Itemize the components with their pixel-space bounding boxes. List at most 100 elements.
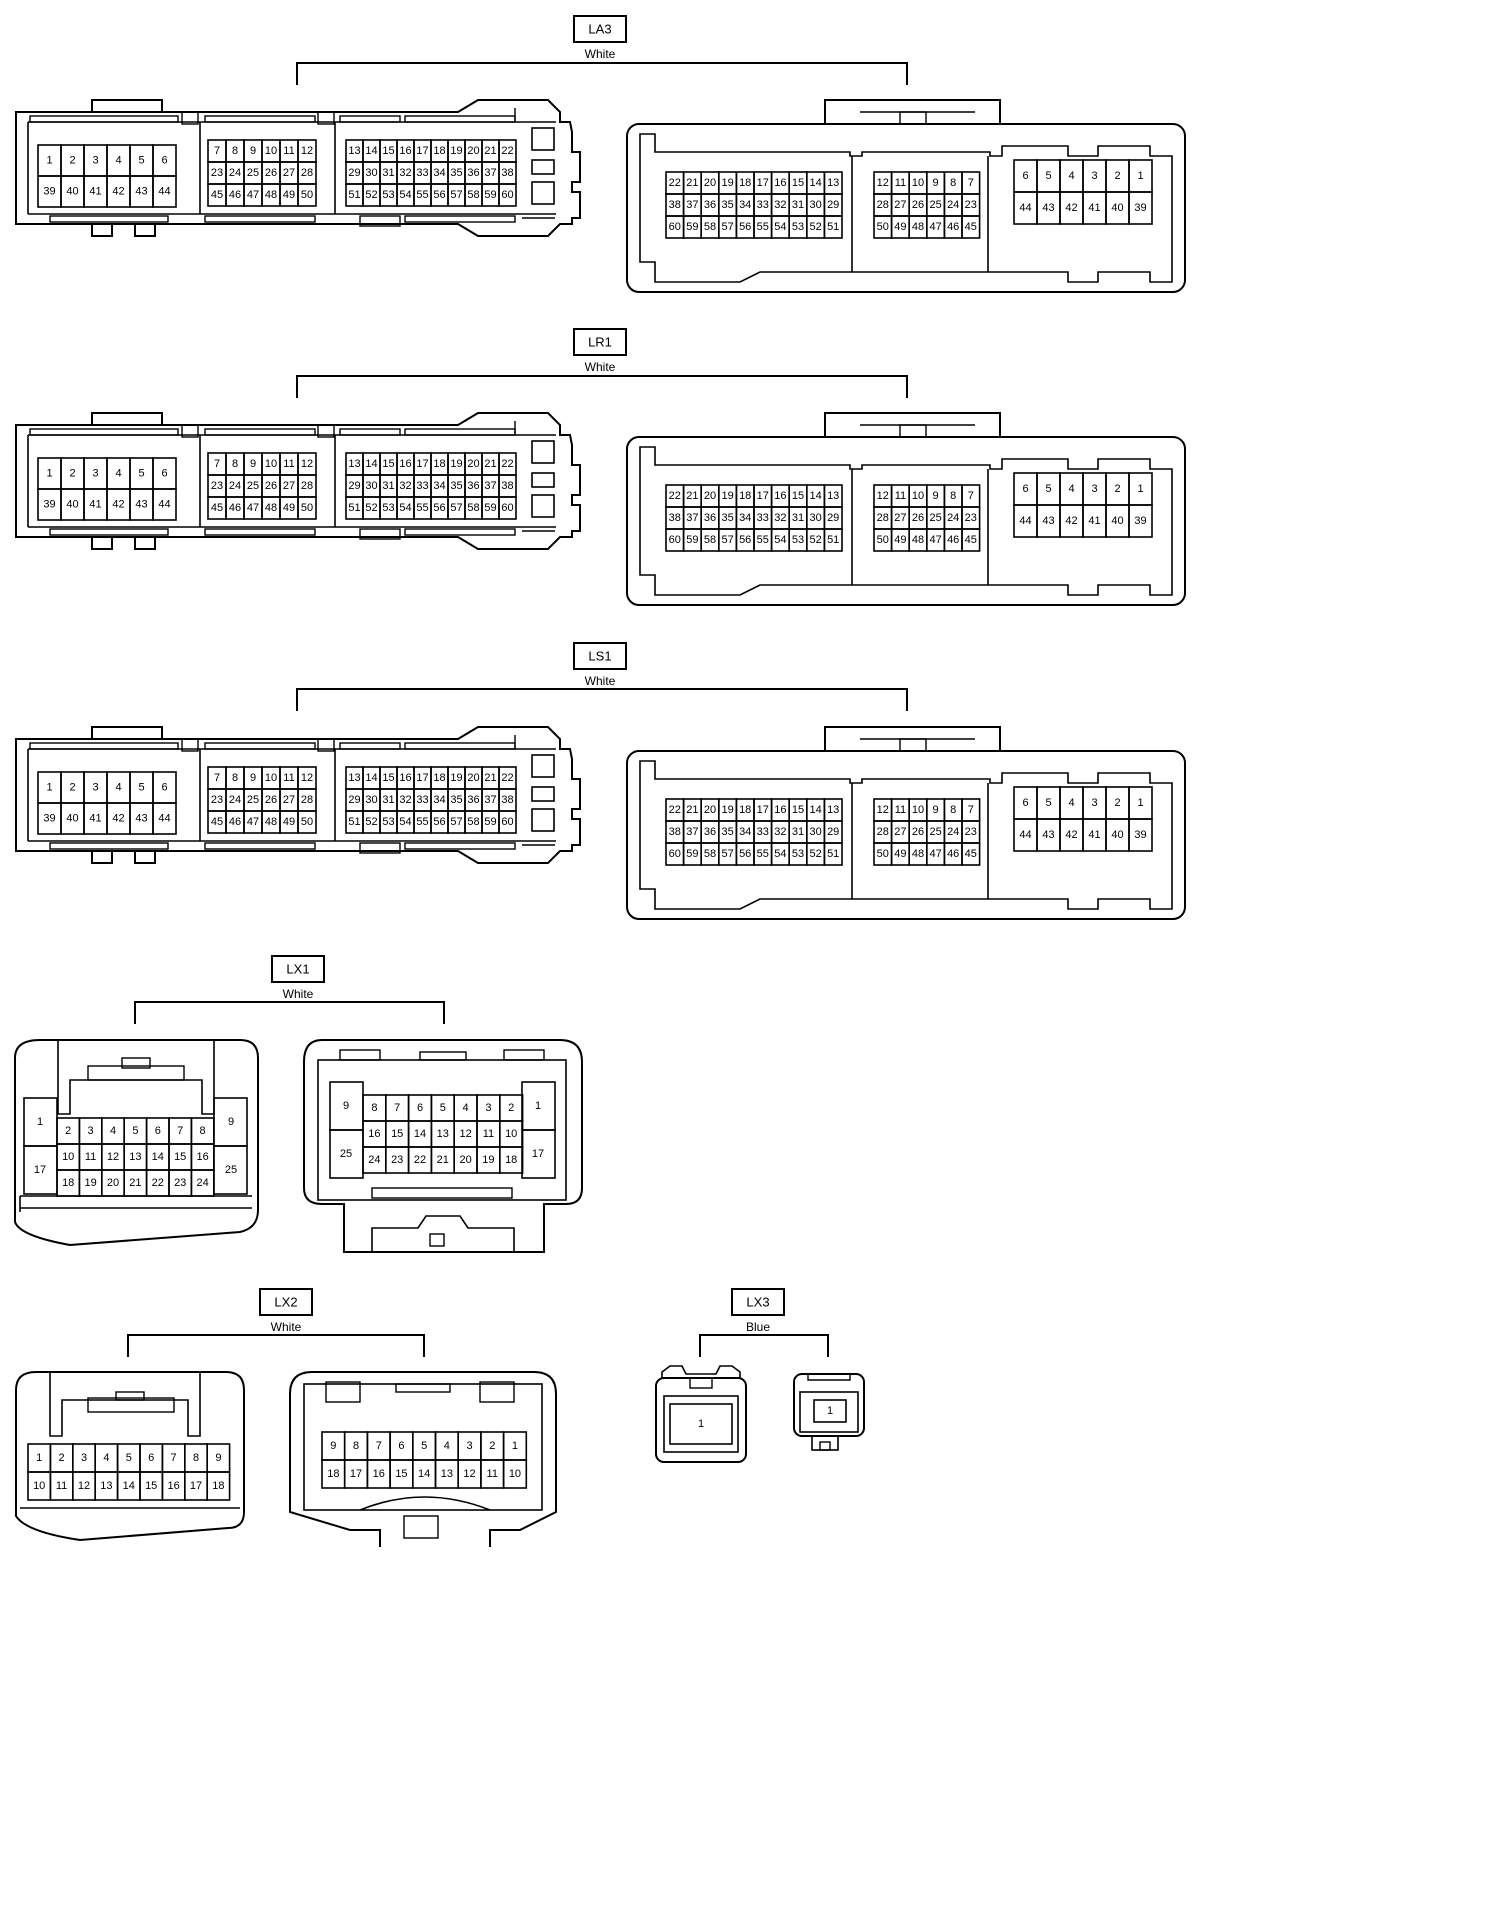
pin-number: 8 <box>232 772 238 784</box>
pin-cavity: 43 <box>1036 504 1061 538</box>
pin-number: 57 <box>450 816 462 828</box>
pin-cavity: 46 <box>943 842 963 866</box>
pin-number: 11 <box>283 458 294 470</box>
pin-cavity: 9 <box>925 798 946 822</box>
pin-number: 10 <box>265 145 277 157</box>
pin-cavity: 4 <box>101 1117 126 1145</box>
pin-cavity: 49 <box>279 810 299 834</box>
pin-number: 35 <box>721 512 733 524</box>
pin-number: 59 <box>686 848 698 860</box>
pin-number: 10 <box>912 177 924 189</box>
pin-number: 43 <box>135 186 147 198</box>
pin-number: 54 <box>774 848 786 860</box>
pin-number: 2 <box>69 155 75 167</box>
pin-cavity: 56 <box>430 496 449 520</box>
pin-cavity: 22 <box>665 171 685 195</box>
pin-number: 54 <box>774 221 786 233</box>
pin-cavity: 50 <box>873 842 893 866</box>
pin-number: 3 <box>88 1125 94 1137</box>
pin-cavity: 40 <box>1105 191 1130 225</box>
pin-number: 57 <box>721 534 733 546</box>
pin-number: 7 <box>177 1125 183 1137</box>
pin-number: 38 <box>501 794 513 806</box>
pin-number: 24 <box>368 1154 380 1166</box>
pin-cavity: 13 <box>823 171 843 195</box>
pin-cavity: 37 <box>682 506 702 530</box>
pin-number: 28 <box>301 480 313 492</box>
pin-cavity: 39 <box>1128 818 1153 852</box>
pin-number: 11 <box>283 772 294 784</box>
pin-cavity: 27 <box>890 506 910 530</box>
pin-cavity: 9 <box>321 1431 346 1461</box>
pin-number: 10 <box>505 1128 517 1140</box>
pin-number: 24 <box>947 512 959 524</box>
pin-cavity: 2 <box>1105 786 1130 820</box>
pin-number: 40 <box>66 813 78 825</box>
pin-cavity: 29 <box>823 506 843 530</box>
connector-color: White <box>585 360 616 374</box>
pin-number: 27 <box>894 512 906 524</box>
pin-number: 6 <box>155 1125 161 1137</box>
pin-cavity: 33 <box>753 820 773 844</box>
pin-cavity: 38 <box>498 161 517 185</box>
pin-number: 53 <box>792 221 804 233</box>
pin-cavity: 1 <box>1128 159 1153 193</box>
pin-number: 60 <box>669 848 681 860</box>
pin-number: 55 <box>416 502 428 514</box>
pin-cavity: 14 <box>362 139 381 163</box>
pin-number: 18 <box>327 1468 339 1480</box>
pin-number: 4 <box>444 1440 450 1452</box>
pin-number: 34 <box>739 826 751 838</box>
pin-number: 20 <box>467 772 479 784</box>
pin-number: 21 <box>484 772 496 784</box>
pin-cavity: 59 <box>481 183 500 207</box>
pin-number: 10 <box>912 490 924 502</box>
pin-number: 27 <box>283 480 295 492</box>
pin-cavity: 22 <box>498 139 517 163</box>
pin-number: 5 <box>138 468 144 480</box>
pin-number: 11 <box>56 1480 67 1492</box>
pin-number: 18 <box>433 772 445 784</box>
pin-number: 34 <box>739 512 751 524</box>
pin-number: 21 <box>686 177 698 189</box>
pin-number: 3 <box>485 1102 491 1114</box>
pin-cavity: 17 <box>413 766 432 790</box>
pin-number: 17 <box>190 1480 202 1492</box>
pin-number: 9 <box>343 1100 349 1112</box>
pin-number: 57 <box>721 848 733 860</box>
pin-cavity: 47 <box>925 842 946 866</box>
pin-cavity: 21 <box>682 484 702 508</box>
pin-cavity: 15 <box>168 1143 193 1171</box>
pin-cavity: 40 <box>1105 818 1130 852</box>
pin-cavity: 59 <box>682 842 702 866</box>
pin-cavity: 52 <box>362 810 381 834</box>
pin-number: 32 <box>399 794 411 806</box>
pin-number: 1 <box>1137 483 1143 495</box>
pin-number: 26 <box>265 480 277 492</box>
pin-cavity: 7 <box>207 766 227 790</box>
pin-number: 4 <box>1068 170 1074 182</box>
pin-cavity: 58 <box>464 810 483 834</box>
pin-number: 58 <box>467 816 479 828</box>
pin-number: 41 <box>89 499 101 511</box>
pin-number: 12 <box>463 1468 475 1480</box>
pin-number: 12 <box>301 772 313 784</box>
pin-cavity: 7 <box>384 1094 410 1122</box>
connector-color: White <box>283 987 314 1001</box>
pin-number: 57 <box>450 502 462 514</box>
pin-cavity: 19 <box>78 1169 103 1197</box>
pin-cavity: 1 <box>1128 472 1153 506</box>
pin-number: 5 <box>1045 170 1051 182</box>
pin-cavity: 4 <box>1059 786 1084 820</box>
pin-cavity: 1 <box>37 771 62 804</box>
pin-number: 17 <box>757 804 769 816</box>
pin-number: 5 <box>138 155 144 167</box>
pin-number: 54 <box>399 816 411 828</box>
pin-number: 55 <box>416 816 428 828</box>
pin-cavity: 23 <box>961 506 981 530</box>
